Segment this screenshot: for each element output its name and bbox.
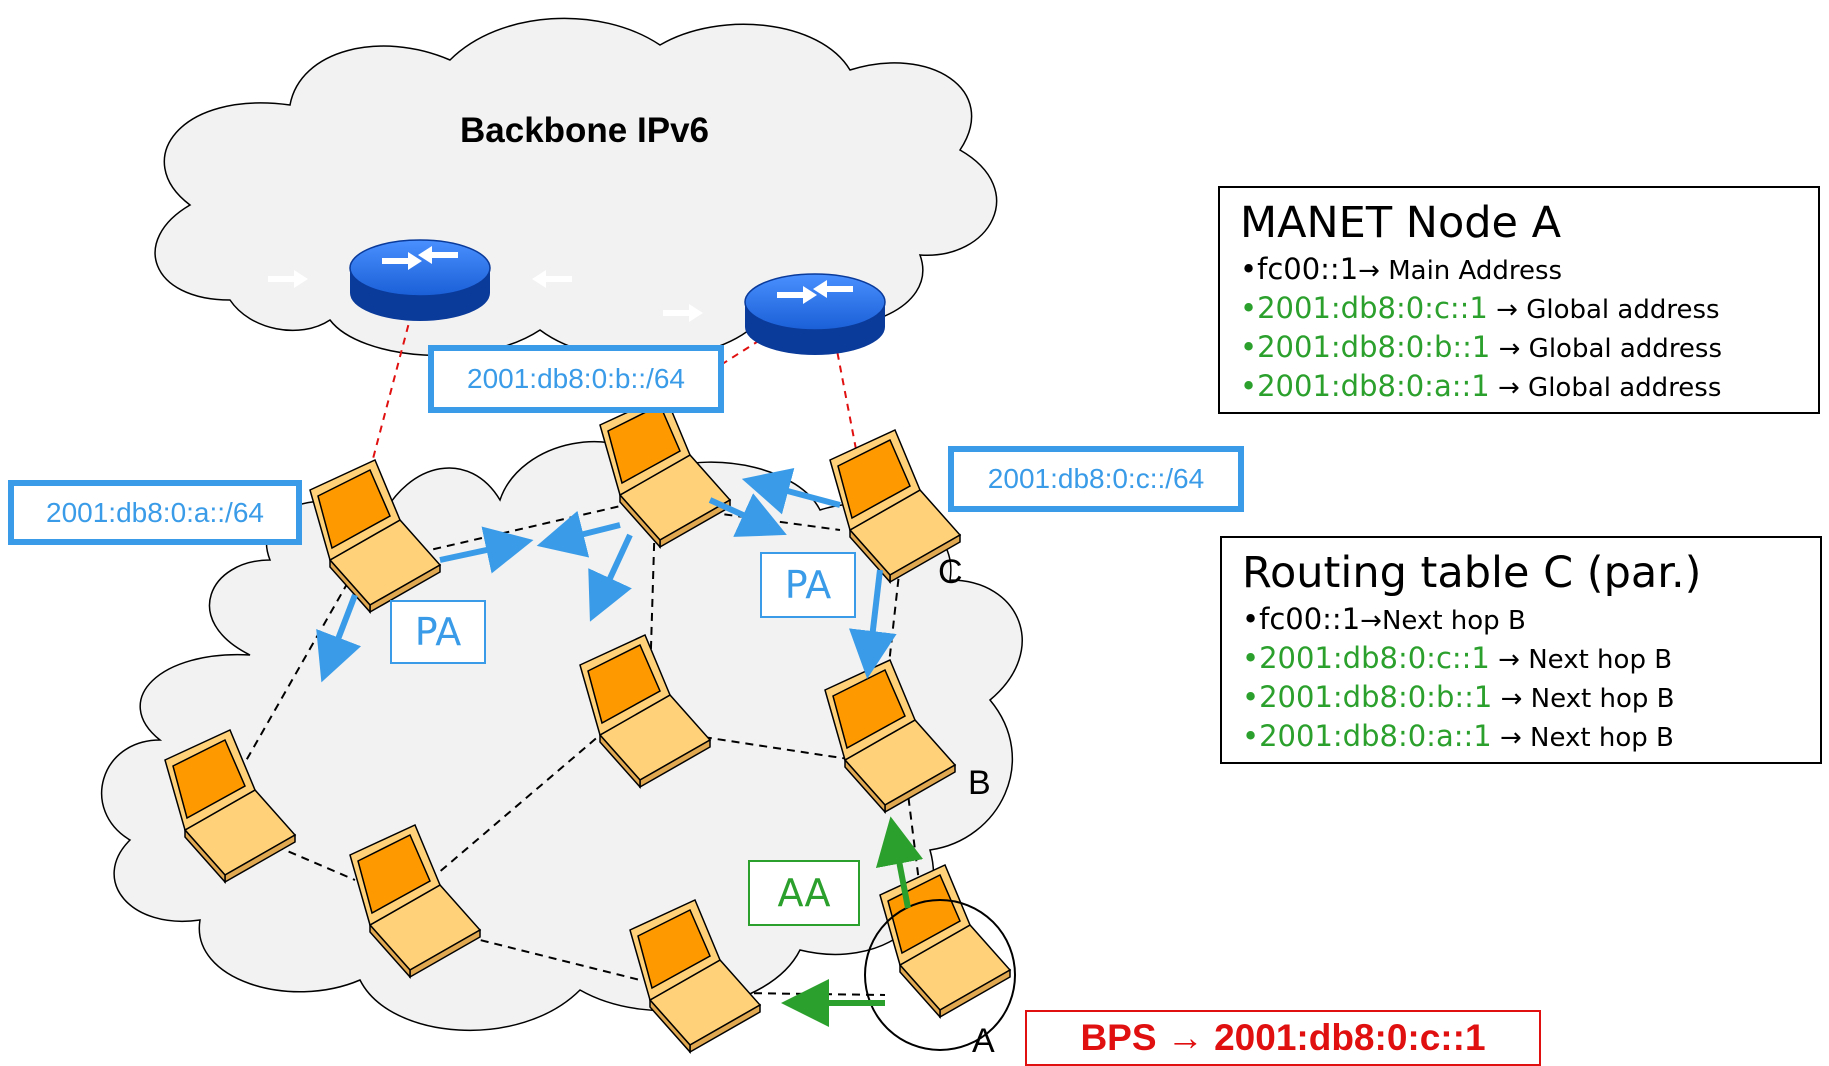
row-arrow: → (1492, 684, 1523, 714)
pa-arrow (536, 510, 621, 558)
row-address: 2001:db8:0:b::1 (1257, 330, 1491, 364)
pa-label: PA (760, 552, 856, 618)
row-description: Next hop B (1519, 645, 1673, 675)
uplink-router1 (369, 299, 416, 471)
routing-table-panel: Routing table C (par.) •fc00::1→Next hop… (1220, 536, 1822, 764)
row-address: 2001:db8:0:a::1 (1257, 369, 1490, 403)
prefix-box-b: 2001:db8:0:b::/64 (428, 345, 724, 413)
bps-address: 2001:db8:0:c::1 (1214, 1017, 1486, 1058)
row-arrow: → (1489, 373, 1520, 403)
route-row: •2001:db8:0:b::1 → Next hop B (1242, 680, 1820, 714)
link (429, 734, 601, 881)
row-bullet: • (1240, 369, 1258, 403)
backbone-title: Backbone IPv6 (460, 111, 709, 150)
address-row: •2001:db8:0:c::1 → Global address (1240, 291, 1818, 325)
row-description: Main Address (1379, 256, 1563, 286)
row-arrow: → (1487, 295, 1518, 325)
row-description: Global address (1517, 295, 1720, 325)
node-label-b: B (968, 764, 991, 802)
laptop-icon (879, 864, 1011, 1018)
row-arrow: → (1491, 723, 1522, 753)
row-bullet: • (1242, 719, 1260, 753)
bps-box: BPS → 2001:db8:0:c::1 (1025, 1010, 1541, 1066)
manet-node-panel: MANET Node A •fc00::1→ Main Address •200… (1218, 186, 1820, 414)
routing-table-title: Routing table C (par.) (1242, 548, 1702, 598)
node-label-a: A (972, 1022, 995, 1060)
aa-label: AA (748, 860, 860, 926)
row-address: 2001:db8:0:a::1 (1259, 719, 1492, 753)
pa-arrow (439, 526, 534, 574)
row-bullet: • (1240, 330, 1258, 364)
row-address: 2001:db8:0:c::1 (1257, 291, 1488, 325)
row-address: 2001:db8:0:c::1 (1259, 641, 1490, 675)
row-description: Global address (1519, 373, 1722, 403)
route-row: •2001:db8:0:c::1 → Next hop B (1242, 641, 1820, 675)
row-arrow: → (1358, 256, 1380, 286)
row-arrow: → (1360, 606, 1382, 636)
pa-arrow (316, 593, 362, 683)
row-arrow: → (1490, 334, 1521, 364)
prefix-box-a: 2001:db8:0:a::/64 (8, 480, 302, 545)
row-description: Next hop B (1522, 684, 1675, 714)
row-address: fc00::1 (1259, 602, 1361, 636)
node-a-highlight (864, 899, 1016, 1051)
bps-prefix: BPS (1080, 1017, 1157, 1058)
route-row: •fc00::1→Next hop B (1242, 602, 1820, 636)
pa-label: PA (390, 600, 486, 664)
pa-arrows (316, 467, 897, 683)
row-address: 2001:db8:0:b::1 (1259, 680, 1493, 714)
row-description: Next hop B (1521, 723, 1674, 753)
aa-arrow (875, 816, 924, 909)
address-row: •2001:db8:0:a::1 → Global address (1240, 369, 1818, 403)
row-address: fc00::1 (1257, 252, 1359, 286)
link (234, 569, 356, 781)
route-row: •2001:db8:0:a::1 → Next hop B (1242, 719, 1820, 753)
pa-arrow (708, 493, 787, 537)
address-row: •2001:db8:0:b::1 → Global address (1240, 330, 1818, 364)
row-bullet: • (1242, 602, 1260, 636)
row-bullet: • (1240, 291, 1258, 325)
aa-arrows (781, 816, 924, 1027)
link (739, 992, 886, 996)
manet-node-title: MANET Node A (1240, 198, 1562, 248)
bps-arrow: → (1166, 1017, 1204, 1058)
row-description: Global address (1520, 334, 1723, 364)
address-row: •fc00::1→ Main Address (1240, 252, 1818, 286)
pa-arrow (848, 569, 897, 679)
pa-arrow (741, 467, 841, 515)
prefix-box-c: 2001:db8:0:c::/64 (948, 446, 1244, 512)
row-bullet: • (1240, 252, 1258, 286)
row-arrow: → (1489, 645, 1520, 675)
node-label-c: C (938, 553, 963, 591)
row-description: Next hop B (1381, 606, 1526, 636)
row-bullet: • (1242, 641, 1260, 675)
row-bullet: • (1242, 680, 1260, 714)
pa-arrow (588, 533, 633, 622)
